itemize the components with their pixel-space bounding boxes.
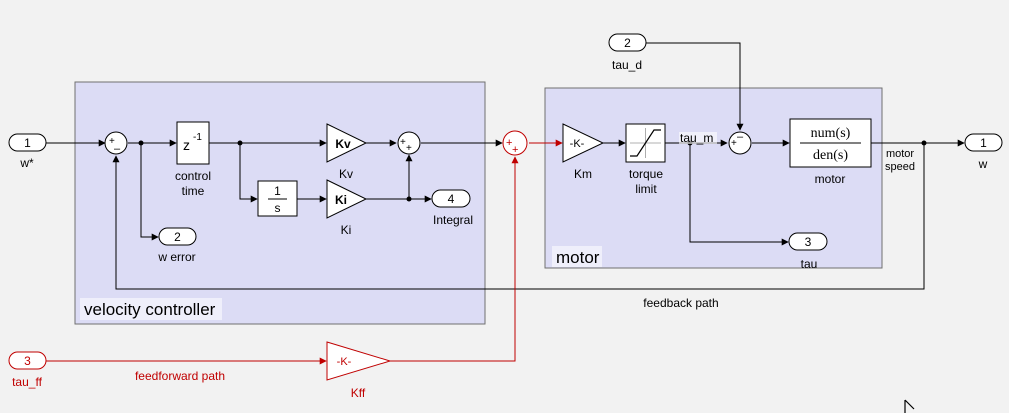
transfer-function-numerator: num(s)	[811, 126, 851, 141]
outport-tau-label: tau	[801, 257, 818, 271]
outport-w-number: 1	[980, 136, 987, 150]
ki-gain-label: Ki	[341, 223, 352, 237]
km-gain-block[interactable]: -K- Km	[562, 123, 605, 181]
sum-ff-sign-left: +	[506, 137, 512, 149]
signal-label-motor-speed-1: motor	[886, 148, 914, 160]
unit-delay-block[interactable]: z -1 control time	[175, 121, 211, 198]
inport-tau-ff[interactable]: 3 tau_ff	[8, 351, 47, 389]
km-gain-label: Km	[574, 167, 592, 181]
sum-pi-block[interactable]: + +	[397, 131, 421, 155]
inport-tau-d-label: tau_d	[612, 58, 642, 72]
sum-ff-sign-bottom: +	[512, 144, 518, 156]
inport-tau-ff-number: 3	[24, 354, 31, 368]
sum-dist-sign-left: +	[731, 138, 737, 149]
outport-integral-number: 4	[448, 192, 455, 206]
inport-w-star-number: 1	[24, 136, 31, 150]
mouse-cursor-icon	[904, 399, 915, 413]
outport-tau[interactable]: 3 tau	[788, 232, 828, 271]
velocity-controller-title: velocity controller	[84, 300, 216, 319]
saturation-label-2: limit	[635, 182, 657, 196]
signal-to-tau[interactable]	[689, 143, 789, 246]
signal-to-w-error[interactable]	[140, 143, 159, 241]
signal-label-tau-m: tau_m	[680, 131, 713, 145]
unit-delay-exponent: -1	[193, 132, 202, 143]
outport-w-label: w	[978, 157, 988, 171]
inport-w-star-label: w*	[19, 156, 34, 170]
inport-tau-ff-label: tau_ff	[12, 375, 42, 389]
sum-error-sign-plus: +	[109, 136, 115, 147]
ki-gain-text: Ki	[335, 193, 347, 207]
ki-gain-block[interactable]: Ki Ki	[326, 179, 368, 237]
inport-w-star[interactable]: 1 w*	[8, 133, 47, 170]
unit-delay-label-1: control	[175, 169, 211, 183]
kv-gain-block[interactable]: Kv Kv	[326, 123, 368, 181]
saturation-label-1: torque	[629, 167, 663, 181]
integrator-block[interactable]: 1 s	[257, 180, 298, 217]
signal-label-feedback-path: feedback path	[643, 296, 718, 310]
sum-error-block[interactable]: + –	[104, 131, 128, 155]
kff-gain-block[interactable]: -K- Kff	[326, 341, 392, 400]
kv-gain-text: Kv	[335, 137, 351, 151]
integrator-numerator: 1	[274, 184, 281, 198]
signal-to-integrator[interactable]	[239, 143, 258, 203]
sum-pi-sign-bottom: +	[406, 143, 412, 154]
saturation-block[interactable]: torque limit	[625, 123, 666, 196]
kff-gain-label: Kff	[351, 386, 366, 400]
sum-dist-sign-top: –	[737, 131, 744, 143]
outport-integral[interactable]: 4 Integral	[431, 189, 473, 227]
km-gain-text: -K-	[570, 138, 585, 150]
signal-label-feedforward-path: feedforward path	[135, 369, 225, 383]
unit-delay-base: z	[183, 137, 190, 153]
outport-integral-label: Integral	[433, 213, 473, 227]
integrator-denominator: s	[275, 201, 281, 215]
signal-label-motor-speed-2: speed	[885, 161, 915, 173]
sum-feedforward-block[interactable]: + +	[502, 130, 528, 156]
outport-tau-number: 3	[805, 235, 812, 249]
outport-w-error[interactable]: 2 w error	[157, 227, 197, 264]
unit-delay-label-2: time	[182, 184, 205, 198]
outport-w-error-label: w error	[157, 250, 195, 264]
tau-m-label-bg	[679, 132, 717, 144]
transfer-function-denominator: den(s)	[813, 148, 848, 163]
transfer-function-block[interactable]: num(s) den(s) motor	[789, 118, 872, 186]
sum-error-sign-minus: –	[114, 143, 121, 155]
inport-tau-d-number: 2	[624, 36, 631, 50]
outport-w[interactable]: 1 w	[964, 133, 1003, 171]
saturation-curve-icon	[630, 129, 661, 157]
outport-w-error-number: 2	[174, 230, 181, 244]
velocity-controller-subsystem[interactable]: velocity controller	[74, 81, 486, 325]
sum-pi-sign-left: +	[400, 137, 406, 148]
signal-taud-to-sum[interactable]	[646, 42, 744, 131]
sum-disturbance-block[interactable]: + –	[728, 131, 752, 155]
signal-feedforward-path[interactable]	[390, 156, 519, 362]
transfer-function-label: motor	[815, 172, 846, 186]
kff-gain-text: -K-	[337, 356, 352, 368]
motor-subsystem[interactable]: motor	[544, 87, 883, 269]
signal-feedback-path[interactable]	[112, 143, 925, 290]
kv-gain-label: Kv	[339, 167, 353, 181]
inport-tau-d[interactable]: 2 tau_d	[608, 33, 647, 72]
motor-title: motor	[556, 248, 600, 267]
